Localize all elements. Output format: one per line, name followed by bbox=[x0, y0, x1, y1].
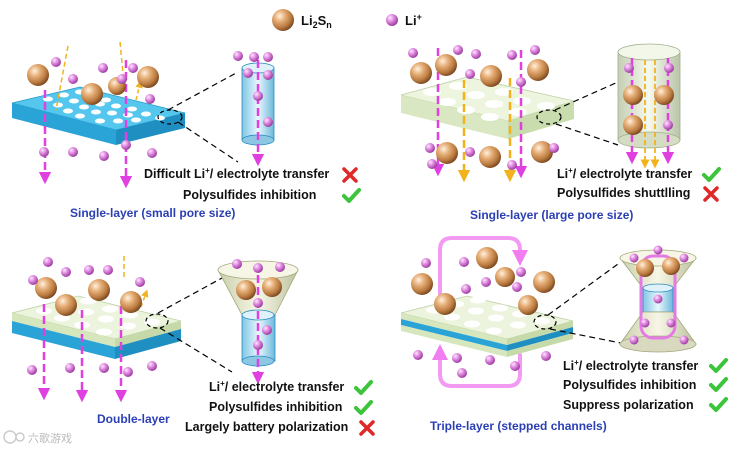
check-icon bbox=[709, 377, 728, 392]
zoom-region bbox=[145, 313, 169, 329]
panel-caption: Single-layer (large pore size) bbox=[470, 208, 633, 222]
property-label: Li+/ electrolyte transfer bbox=[557, 166, 692, 181]
polysulfide-cluster bbox=[410, 54, 553, 168]
li-ion-cluster bbox=[413, 257, 551, 378]
property-label: Difficult Li+/ electrolyte transfer bbox=[144, 166, 329, 181]
zoom-line bbox=[555, 123, 619, 146]
pore-cylinder-narrow bbox=[233, 51, 275, 167]
panel-triple: Li+/ electrolyte transfer Polysulfides i… bbox=[400, 236, 728, 433]
zoom-line bbox=[159, 327, 233, 373]
property-label: Suppress polarization bbox=[563, 398, 694, 412]
pore-cone-cylinder bbox=[217, 259, 299, 385]
circulation-loop-mini bbox=[639, 254, 677, 340]
zoom-region bbox=[533, 314, 557, 330]
zoom-region bbox=[157, 109, 183, 125]
pore-cylinder-wide bbox=[617, 43, 681, 169]
membrane-double bbox=[11, 295, 182, 359]
watermark-text: 六歌游戏 bbox=[28, 431, 72, 445]
zoom-line bbox=[167, 71, 239, 111]
property-label: Polysulfides inhibition bbox=[209, 400, 342, 414]
zoom-line bbox=[554, 81, 619, 111]
zoom-region bbox=[536, 109, 562, 125]
property-label: Polysulfides inhibition bbox=[563, 378, 696, 392]
check-icon bbox=[702, 167, 721, 182]
check-icon bbox=[709, 358, 728, 373]
polysulfide-path bbox=[55, 45, 69, 111]
cross-icon bbox=[703, 186, 719, 202]
watermark: 六歌游戏 bbox=[3, 430, 72, 445]
polysulfide-cluster bbox=[35, 277, 142, 316]
panel-double: Li+/ electrolyte transfer Polysulfides i… bbox=[11, 256, 375, 436]
legend-li2sn-label: Li2Sn bbox=[301, 13, 332, 30]
panel-caption: Triple-layer (stepped channels) bbox=[430, 419, 607, 433]
check-icon bbox=[354, 380, 373, 395]
property-label: Largely battery polarization bbox=[185, 420, 348, 434]
membrane-triple bbox=[400, 295, 574, 357]
check-icon bbox=[354, 400, 373, 415]
property-label: Polysulfides inhibition bbox=[183, 188, 316, 202]
panel-caption: Single-layer (small pore size) bbox=[70, 206, 235, 220]
pore-hourglass bbox=[619, 245, 697, 353]
property-label: Polysulfides shuttlling bbox=[557, 186, 690, 200]
panel-caption: Double-layer bbox=[97, 412, 170, 426]
cross-icon bbox=[342, 167, 358, 183]
polysulfide-cluster bbox=[411, 247, 555, 315]
li-ion-cluster bbox=[39, 57, 157, 161]
li-ion-cluster bbox=[408, 45, 559, 170]
panel-single-small: Difficult Li+/ electrolyte transfer Poly… bbox=[11, 41, 361, 220]
zoom-line bbox=[549, 328, 627, 345]
zoom-line bbox=[157, 277, 223, 314]
legend-polysulfide-icon bbox=[272, 9, 294, 31]
property-label: Li+/ electrolyte transfer bbox=[209, 379, 344, 394]
zoom-line bbox=[547, 263, 619, 316]
check-icon bbox=[709, 397, 728, 412]
circulation-loop bbox=[432, 236, 528, 388]
panel-single-large: Li+/ electrolyte transfer Polysulfides s… bbox=[400, 43, 721, 222]
zoom-line bbox=[177, 121, 239, 163]
polysulfide-rebound-arrow bbox=[140, 289, 149, 308]
legend-li-label: Li+ bbox=[405, 12, 422, 28]
legend: Li2Sn Li+ bbox=[272, 9, 422, 31]
li-ion-cluster bbox=[27, 257, 157, 377]
legend-li-ion-icon bbox=[386, 14, 398, 26]
property-label: Li+/ electrolyte transfer bbox=[563, 358, 698, 373]
polysulfide-rebound-arrow bbox=[135, 80, 143, 101]
cross-icon bbox=[359, 420, 375, 436]
check-icon bbox=[342, 188, 361, 203]
